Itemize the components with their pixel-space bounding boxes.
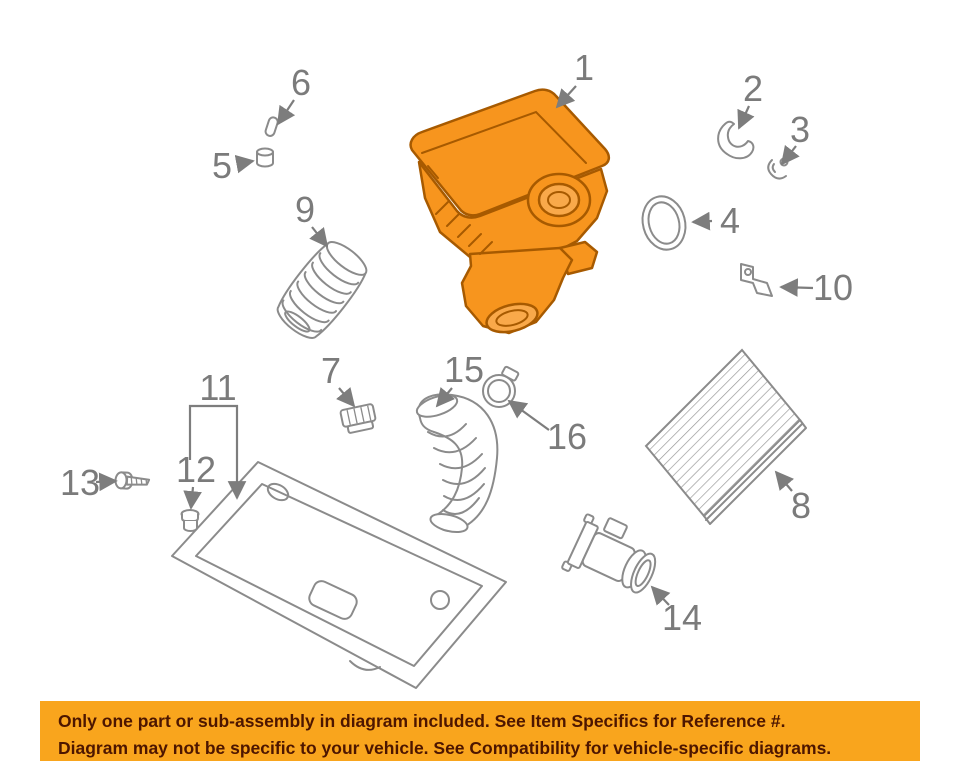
part-arrow-2 [737,105,755,130]
parts-diagram: 1 2 3 4 5 6 7 8 9 10 11 12 13 14 15 16 [60,47,853,689]
part-label-15: 15 [444,349,484,390]
part-label-3: 3 [790,109,810,150]
part-label-7: 7 [321,350,341,391]
part-label-16: 16 [547,416,587,457]
part-arrow-15 [435,387,455,408]
part-15-duct-drawing [415,393,499,534]
part-arrow-16 [507,399,550,431]
part-1-air-cleaner-drawing [409,88,611,335]
part-label-11: 11 [199,367,236,408]
part-16-clamp-drawing [482,365,520,408]
banner-line-2: Diagram may not be specific to your vehi… [58,738,832,759]
part-5-drawing [256,147,274,168]
part-label-8: 8 [791,485,811,526]
part-12-grommet-drawing [180,509,200,532]
part-arrow-14 [650,585,671,606]
part-label-12: 12 [176,449,216,490]
part-2-drawing [717,120,755,160]
part-arrow-6 [276,99,296,126]
part-arrow-10 [779,278,814,297]
part-6-drawing [264,116,279,137]
part-9-hose-drawing [276,241,368,339]
part-label-6: 6 [291,62,311,103]
part-10-bracket-drawing [740,263,773,297]
part-8-air-filter-drawing [644,348,807,525]
part-4-drawing [641,195,687,251]
part-7-drawing [339,403,377,434]
part-label-13: 13 [60,462,100,503]
part-11-cover-drawing [171,461,507,689]
part-arrow-3 [780,144,800,166]
part-13-screw-drawing [114,471,151,490]
part-arrow-13 [95,472,118,492]
part-label-10: 10 [813,267,853,308]
part-arrow-8 [774,470,794,492]
part-arrow-4 [691,211,713,231]
leader-arrows [95,85,814,606]
part-label-14: 14 [662,597,702,638]
part-label-5: 5 [212,145,232,186]
part-arrow-7 [336,387,356,408]
disclaimer-banner: Only one part or sub-assembly in diagram… [40,701,920,761]
part-arrow-5 [234,154,255,174]
part-arrow-1 [555,85,577,109]
part-label-1: 1 [574,47,594,88]
part-label-2: 2 [743,68,763,109]
part-14-maf-sensor-drawing [561,513,657,594]
part-label-4: 4 [720,200,740,241]
part-arrow-11 [188,404,247,500]
part-arrow-12 [183,486,202,510]
part-label-9: 9 [295,189,315,230]
banner-line-1: Only one part or sub-assembly in diagram… [58,711,786,731]
part-labels: 1 2 3 4 5 6 7 8 9 10 11 12 13 14 15 16 [60,47,853,638]
part-arrow-9 [309,226,329,248]
